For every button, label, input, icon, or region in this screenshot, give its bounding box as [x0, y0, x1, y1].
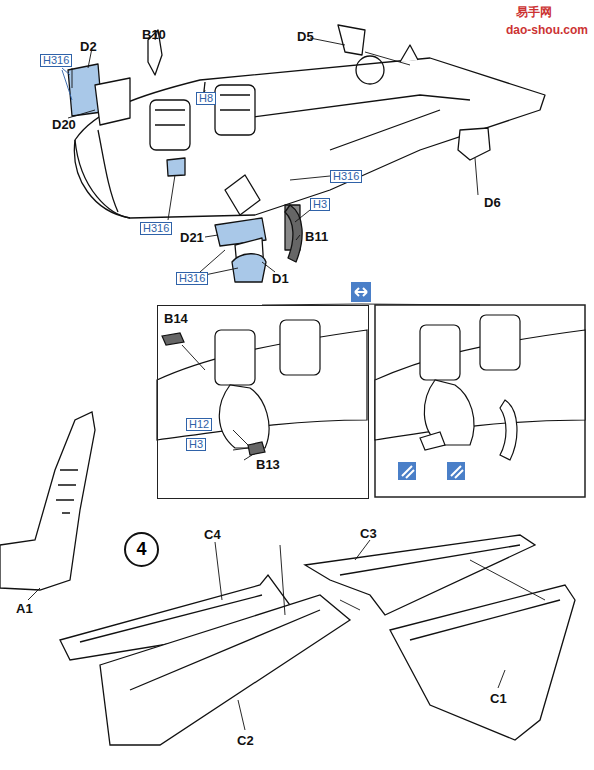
wing-c1	[390, 585, 575, 740]
part-number: C1	[490, 692, 507, 705]
paint-callout: H3	[186, 438, 206, 451]
part-number: C4	[204, 528, 221, 541]
part-number: B14	[164, 312, 188, 325]
part-number: D2	[80, 40, 97, 53]
part-number: A1	[16, 602, 33, 615]
paint-callout: H316	[330, 170, 362, 183]
part-number: D5	[297, 30, 314, 43]
part-number: B10	[142, 28, 166, 41]
paint-callout: H3	[310, 198, 330, 211]
paint-callout: H316	[140, 222, 172, 235]
fuselage	[74, 58, 545, 218]
paint-callout: H316	[176, 272, 208, 285]
step-label: 4	[136, 539, 146, 560]
watermark: 易手网	[516, 6, 552, 18]
part-number: B13	[256, 458, 280, 471]
paint-callout: H12	[186, 418, 212, 431]
inset-panel: B14H12H3B13	[157, 305, 369, 499]
part-number: D20	[52, 118, 76, 131]
step-number: 4	[124, 532, 159, 567]
part-number: C2	[237, 734, 254, 747]
part-number: C3	[360, 527, 377, 540]
part-number: D6	[484, 196, 501, 209]
watermark: dao-shou.com	[506, 24, 588, 36]
wing-c2	[100, 595, 350, 745]
paint-callout: H8	[196, 92, 216, 105]
paint-callout: H316	[40, 54, 72, 67]
part-number: D1	[272, 272, 289, 285]
part-number: D21	[180, 231, 204, 244]
part-number: B11	[305, 230, 328, 243]
